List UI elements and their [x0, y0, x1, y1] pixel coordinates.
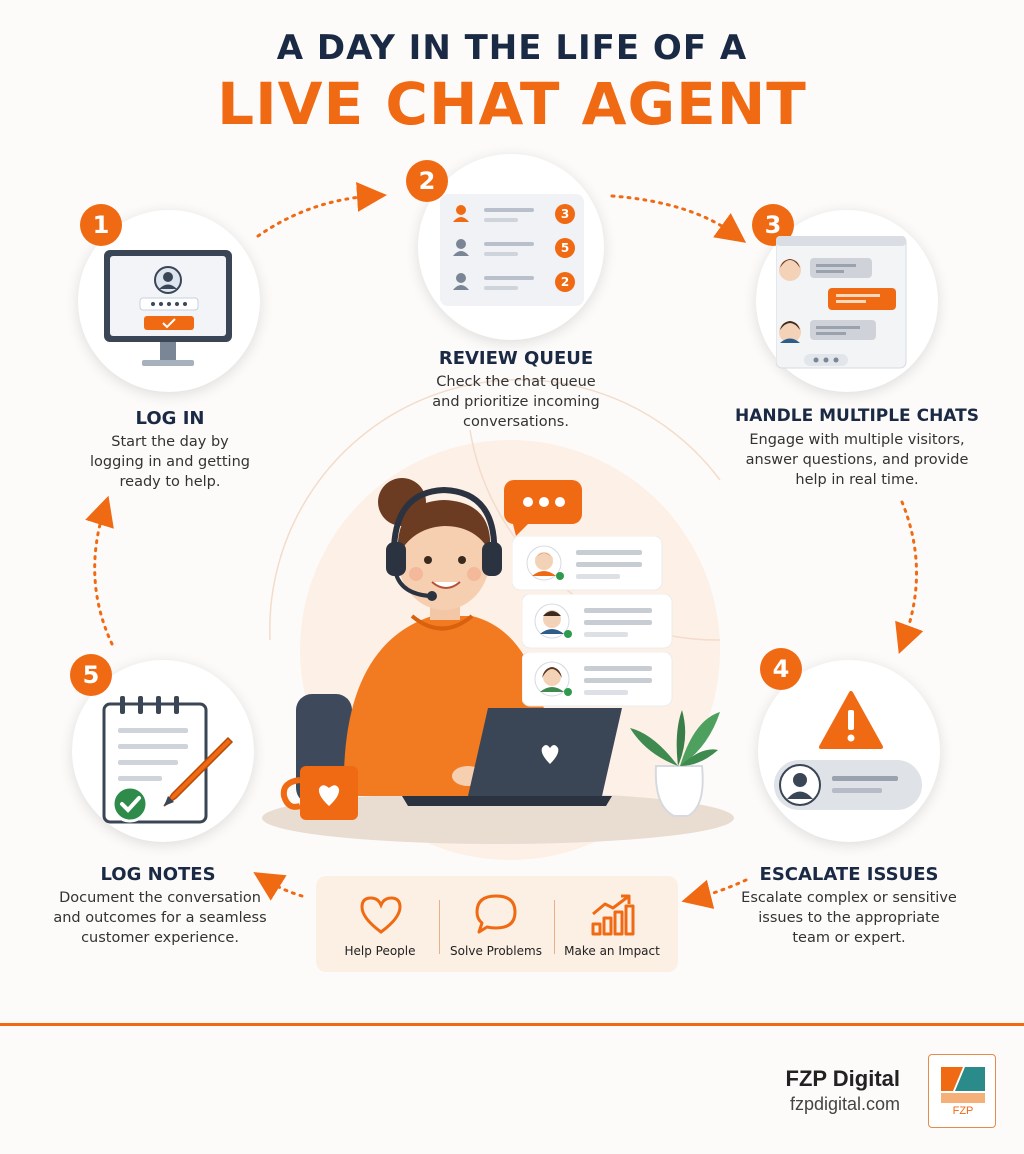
step-5-badge: 5	[70, 654, 112, 696]
brand-logo: FZP	[928, 1054, 996, 1128]
value-solve-problems: Solve Problems	[436, 876, 556, 972]
step-3-badge: 3	[752, 204, 794, 246]
brand-logo-text: FZP	[953, 1105, 974, 1117]
brand-logo-mark: FZP	[937, 1063, 989, 1119]
queue-count-2: 5	[555, 238, 575, 258]
brand-url: fzpdigital.com	[789, 1094, 900, 1114]
step-4-title: ESCALATE ISSUES	[759, 864, 939, 885]
queue-list	[453, 205, 534, 290]
visitor-chat-card-1	[512, 536, 663, 591]
step-2-badge: 2	[406, 160, 448, 202]
footer-divider	[0, 1023, 1024, 1026]
values-box: Help People Solve Problems Make an Impac…	[316, 876, 678, 972]
step-1-badge: 1	[80, 204, 122, 246]
visitor-chat-card-3	[522, 652, 673, 707]
agent-illustration	[262, 478, 734, 844]
step-1-description: Start the day by logging in and getting …	[90, 434, 250, 490]
value-label-help-people: Help People	[344, 944, 416, 958]
values-divider-1	[439, 900, 440, 954]
notepad-pencil-icon	[102, 696, 234, 824]
growth-chart-icon	[591, 894, 635, 936]
step-4-circle	[758, 660, 940, 842]
title-line-2: LIVE CHAT AGENT	[217, 70, 807, 138]
step-5-title: LOG NOTES	[100, 864, 216, 885]
speech-bubble-icon	[475, 894, 517, 934]
brand-block: FZP Digital fzpdigital.com	[786, 1066, 901, 1115]
step-5-description: Document the conversation and outcomes f…	[53, 890, 267, 946]
warning-triangle-icon	[819, 691, 883, 749]
value-make-impact: Make an Impact	[552, 876, 672, 972]
step-3-description: Engage with multiple visitors, answer qu…	[745, 432, 969, 488]
monitor-login-icon	[104, 250, 232, 366]
heart-icon	[360, 896, 402, 934]
value-label-make-impact: Make an Impact	[564, 944, 660, 958]
typing-dots-icon	[523, 497, 565, 507]
step-2-description: Check the chat queue and prioritize inco…	[432, 374, 600, 430]
step-2-title: REVIEW QUEUE	[438, 348, 594, 369]
visitor-chat-card-2	[522, 594, 673, 649]
value-help-people: Help People	[320, 876, 440, 972]
step-1-title: LOG IN	[135, 408, 205, 429]
values-divider-2	[554, 900, 555, 954]
title-line-1: A DAY IN THE LIFE OF A	[276, 28, 748, 68]
step-3-title: HANDLE MULTIPLE CHATS	[735, 406, 979, 426]
value-label-solve-problems: Solve Problems	[450, 944, 542, 958]
step-4-badge: 4	[760, 648, 802, 690]
step-4-description: Escalate complex or sensitive issues to …	[741, 890, 957, 946]
multi-chat-window	[776, 236, 907, 369]
queue-count-3: 2	[555, 272, 575, 292]
brand-name: FZP Digital	[785, 1066, 901, 1091]
typing-bubble-tail	[512, 520, 532, 536]
queue-count-1: 3	[555, 204, 575, 224]
escalation-user-card	[774, 760, 922, 810]
